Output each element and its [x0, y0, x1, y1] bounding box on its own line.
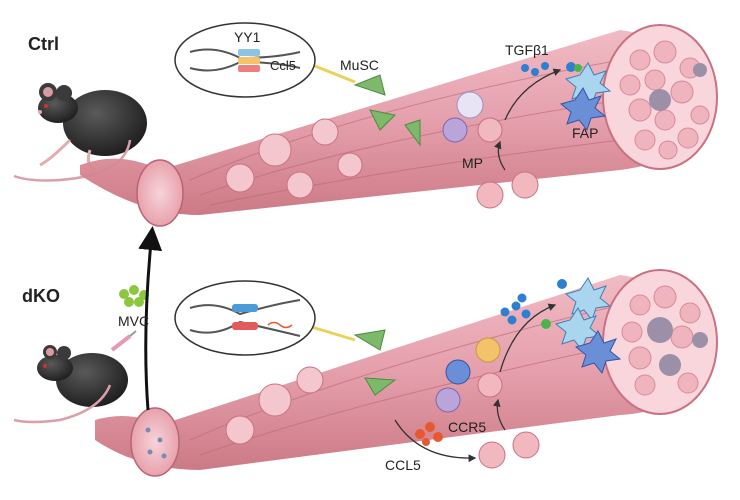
ccl5-gene-label: Ccl5: [270, 58, 296, 73]
yy1-label: YY1: [234, 29, 261, 45]
musc-label: MuSC: [340, 57, 379, 73]
dko-mp-recruit-arrow: [492, 398, 506, 431]
dko-panel: [13, 269, 718, 477]
ccl5-molecules: [415, 422, 443, 446]
dko-tgfb1-molecules: [500, 293, 531, 325]
dko-gene-inset: [174, 280, 356, 356]
fap-label: FAP: [572, 125, 598, 141]
ctrl-label: Ctrl: [28, 34, 59, 54]
mvc-label: MVC: [118, 313, 149, 329]
tgfb1-label: TGFβ1: [505, 42, 549, 58]
mp-cells: [442, 91, 539, 209]
dko-mp-to-fap-arrow: [499, 303, 557, 373]
ctrl-gene-inset: [174, 22, 356, 98]
dko-label: dKO: [22, 286, 60, 306]
mvc-drug-molecules: [119, 285, 149, 307]
fap-cells: [559, 62, 612, 132]
ccr5-label: CCR5: [448, 419, 486, 435]
ctrl-muscle-bundle: [80, 24, 718, 227]
dko-mp-cells: [435, 337, 540, 469]
tgfb1-molecules: [521, 62, 549, 76]
mp-recruit-arrow: [494, 140, 506, 171]
musc-cell: [353, 74, 421, 147]
dko-muscle-bundle: [95, 269, 718, 477]
ccl5-label: CCL5: [385, 457, 421, 473]
dko-mouse-illustration: [13, 330, 137, 424]
ctrl-panel: [13, 22, 718, 227]
mp-to-fap-arrow: [504, 68, 562, 121]
ccl5-arrow: [394, 419, 477, 463]
mp-label: MP: [462, 155, 483, 171]
dko-musc-cells: [353, 329, 397, 396]
dko-fap-cells: [541, 277, 622, 375]
rescue-arrow: [138, 226, 163, 411]
